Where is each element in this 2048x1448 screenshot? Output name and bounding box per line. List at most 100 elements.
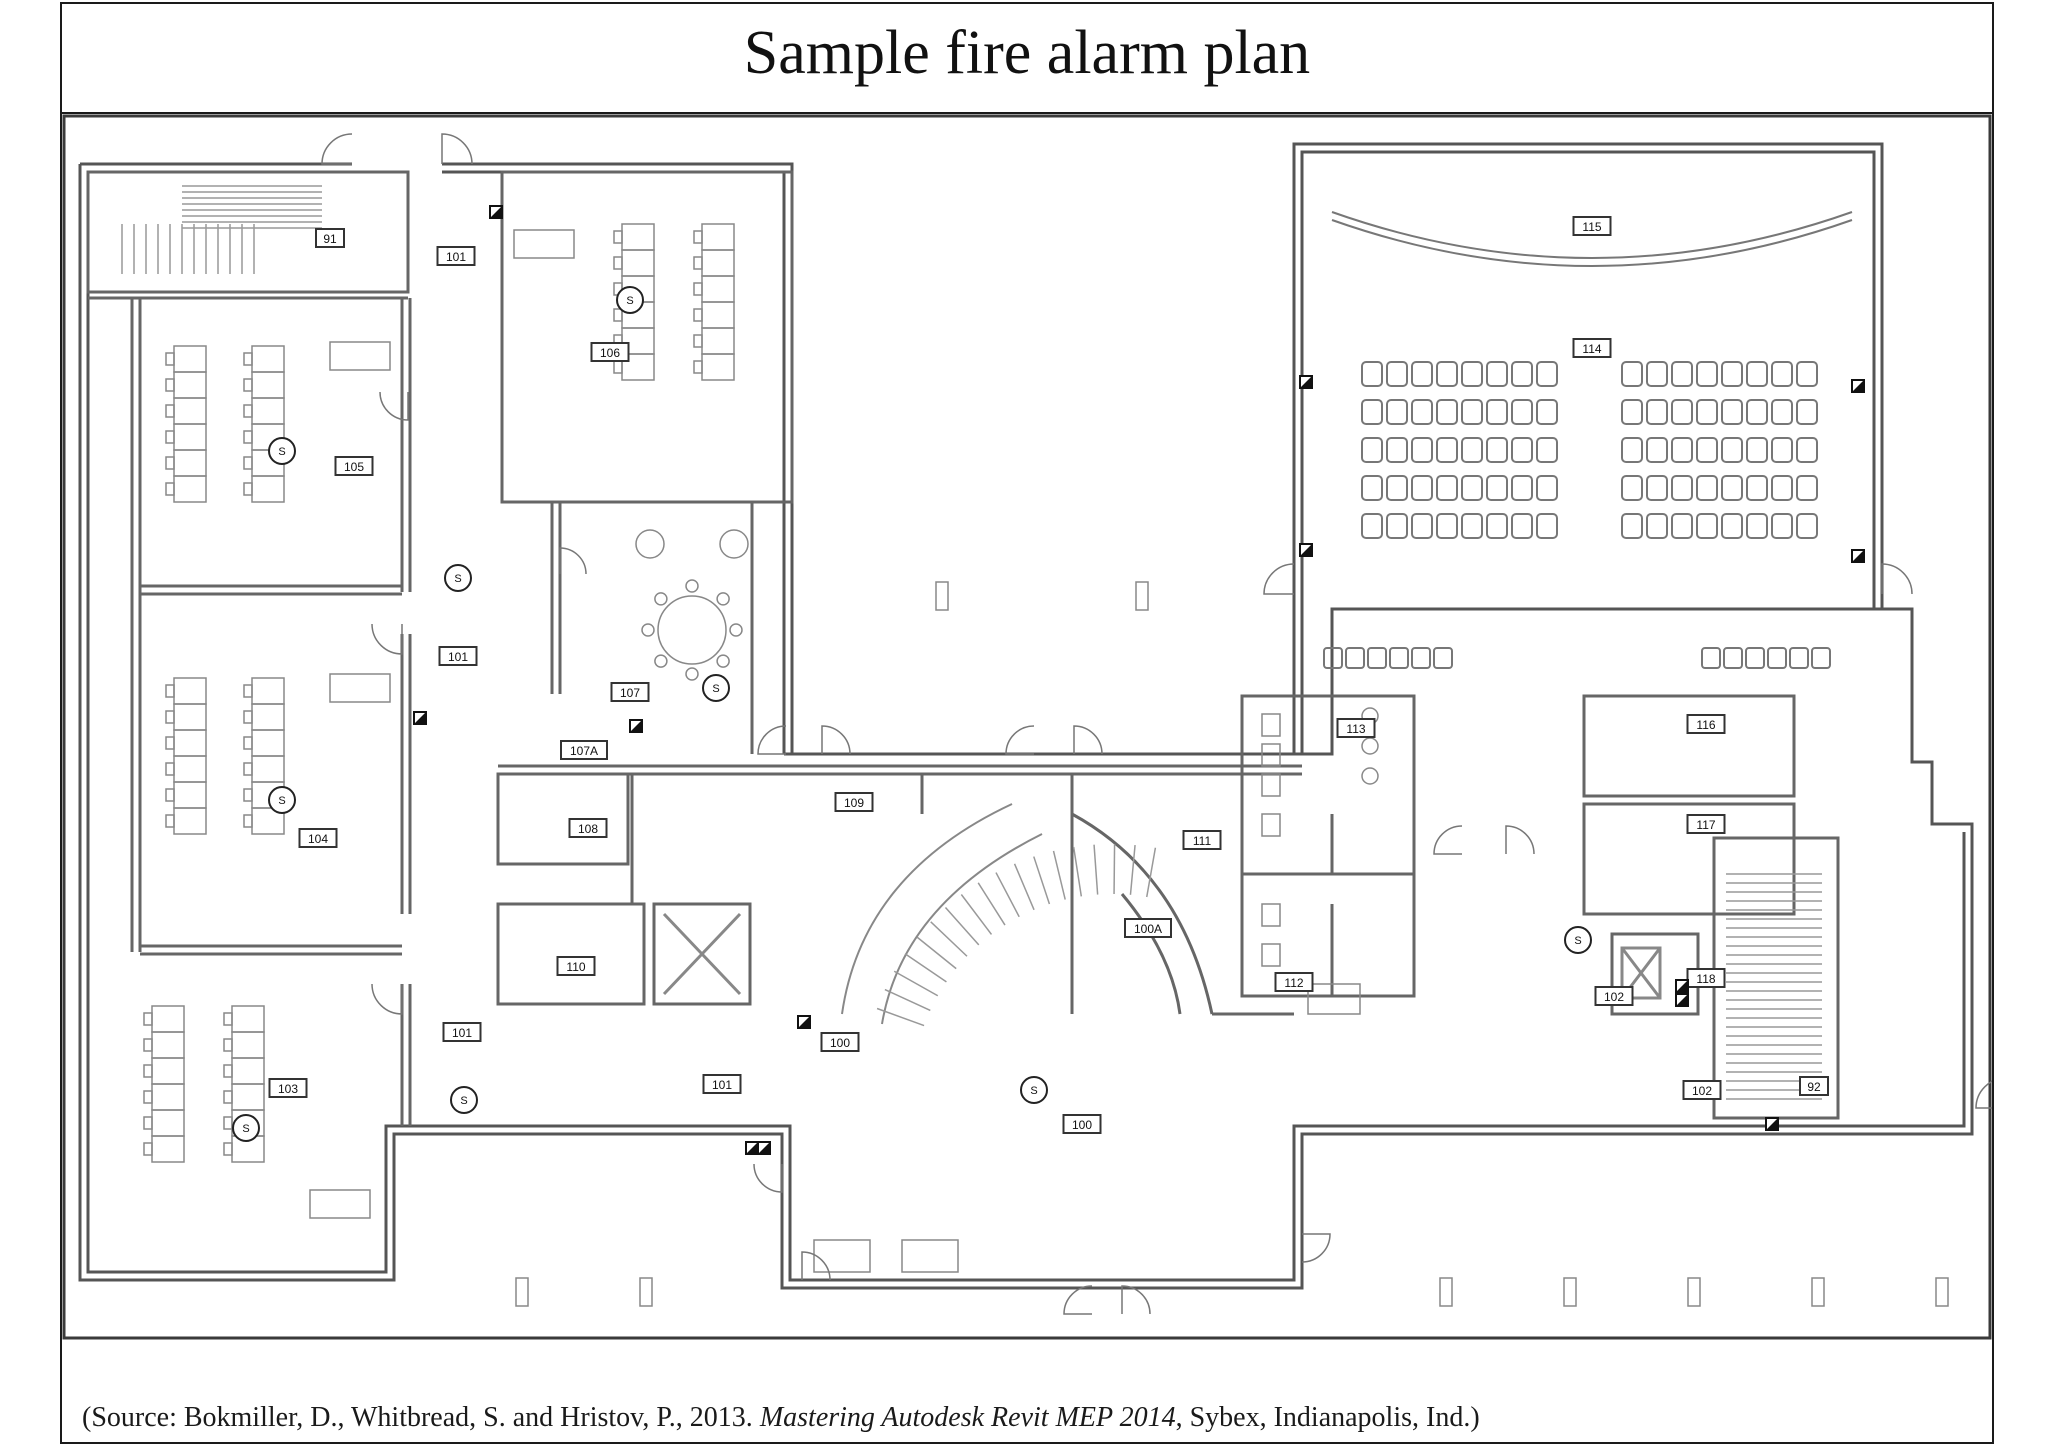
chair — [243, 710, 253, 724]
seat — [1511, 513, 1533, 539]
room-tag-r91: 91 — [315, 228, 345, 248]
stair-tread — [1129, 844, 1136, 895]
wall-fixture — [515, 1277, 529, 1307]
chair — [143, 1090, 153, 1104]
desk — [173, 677, 207, 705]
door-swing — [1433, 825, 1463, 855]
room-number: 101 — [448, 650, 468, 664]
room-tag-r116: 116 — [1686, 714, 1726, 734]
room-tag-r107a: 107A — [560, 740, 608, 760]
room-tag-r100b: 100 — [1062, 1114, 1102, 1134]
wall-fixture — [1135, 581, 1149, 611]
seat — [1361, 399, 1383, 425]
seat — [1746, 475, 1768, 501]
room-tag-r100: 100 — [820, 1032, 860, 1052]
chair — [165, 788, 175, 802]
smoke-detector-label: S — [1030, 1085, 1037, 1097]
seat — [1436, 399, 1458, 425]
desk — [151, 1083, 185, 1111]
chair — [165, 814, 175, 828]
teacher-desk — [329, 341, 391, 371]
stair-tread — [960, 894, 993, 935]
room-number: 101 — [712, 1078, 732, 1092]
desk — [173, 807, 207, 835]
chair — [693, 230, 703, 244]
desk — [173, 781, 207, 809]
round-table — [719, 529, 749, 559]
chair — [165, 352, 175, 366]
chair — [165, 482, 175, 496]
door-swing — [379, 391, 409, 421]
smoke-detector-label: S — [712, 683, 719, 695]
pull-station — [745, 1141, 759, 1155]
room-tag-r104: 104 — [298, 828, 338, 848]
desk — [701, 275, 735, 303]
chair — [243, 430, 253, 444]
seat — [1771, 361, 1793, 387]
room-tag-r114: 114 — [1572, 338, 1612, 358]
seat — [1746, 513, 1768, 539]
room-tag-r101d: 101 — [702, 1074, 742, 1094]
room-number: 100A — [1134, 922, 1162, 936]
seat — [1746, 437, 1768, 463]
figure-title: Sample fire alarm plan — [743, 19, 1311, 87]
room-tag-r92: 92 — [1799, 1076, 1829, 1096]
seat — [1767, 647, 1787, 669]
chair — [693, 334, 703, 348]
seat — [1367, 647, 1387, 669]
stair-tread — [1113, 844, 1116, 895]
seat — [1696, 437, 1718, 463]
seat — [1486, 399, 1508, 425]
seat — [1411, 437, 1433, 463]
seat — [1486, 513, 1508, 539]
door-swing — [1881, 563, 1913, 595]
smoke-detector: S — [268, 437, 296, 465]
seat — [1461, 513, 1483, 539]
seat — [1361, 437, 1383, 463]
seat — [1621, 399, 1643, 425]
seat — [1361, 361, 1383, 387]
figure-frame — [60, 2, 1994, 1444]
room-tag-r117: 117 — [1686, 814, 1726, 834]
chair — [143, 1012, 153, 1026]
chair — [641, 623, 655, 637]
wall-fixture — [1687, 1277, 1701, 1307]
chair — [613, 360, 623, 374]
seat — [1746, 361, 1768, 387]
room-tag-r106: 106 — [590, 342, 630, 362]
door-swing — [441, 133, 473, 165]
stair-tread — [1052, 850, 1066, 900]
seat — [1745, 647, 1765, 669]
desk — [251, 345, 285, 373]
chair — [223, 1116, 233, 1130]
seat — [1461, 475, 1483, 501]
room-tag-r118: 118 — [1686, 968, 1726, 988]
seat — [1436, 475, 1458, 501]
door-swing — [1505, 825, 1535, 855]
chair — [693, 360, 703, 374]
seat — [1811, 647, 1831, 669]
smoke-detector: S — [616, 286, 644, 314]
room-number: 107 — [620, 686, 640, 700]
round-table — [635, 529, 665, 559]
desk — [621, 249, 655, 277]
seat — [1721, 361, 1743, 387]
desk — [151, 1109, 185, 1137]
seat — [1771, 399, 1793, 425]
stair-tread — [884, 988, 931, 1012]
door-swing — [753, 1163, 783, 1193]
pull-station — [413, 711, 427, 725]
door-swing — [1301, 1233, 1331, 1263]
desk — [151, 1057, 185, 1085]
door-swing — [1975, 1080, 1992, 1109]
room-number: 107A — [570, 744, 598, 758]
round-table — [657, 595, 727, 665]
desk — [231, 1005, 265, 1033]
desk — [251, 729, 285, 757]
seat — [1411, 361, 1433, 387]
door-swing — [371, 623, 403, 655]
chair — [243, 378, 253, 392]
desk — [251, 677, 285, 705]
